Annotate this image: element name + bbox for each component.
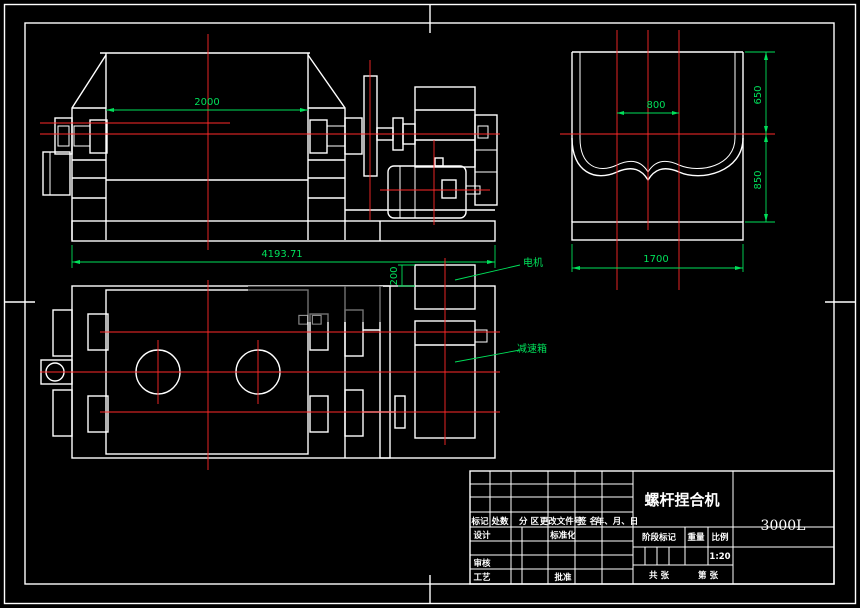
label-sheet-no: 第 张: [698, 570, 718, 581]
front-view: [42, 52, 498, 242]
label-stage-mark: 阶段标记: [642, 532, 677, 543]
dim-side-inner-width: 800: [646, 100, 665, 111]
dim-side-height-bottom: 850: [753, 170, 764, 189]
label-review: 审核: [473, 558, 491, 569]
header-mark: 标记: [470, 516, 489, 527]
dim-motor-offset: 200: [389, 266, 400, 285]
svg-text:▫▫: ▫▫: [296, 306, 323, 330]
side-view-dimensions: 800 1700 650 850: [571, 51, 775, 272]
label-design: 设计: [473, 530, 491, 541]
header-zone: 分 区: [519, 516, 539, 527]
label-process: 工艺: [473, 572, 491, 583]
dim-overall-length: 4193.71: [261, 249, 302, 260]
header-signature: 签 名: [577, 516, 598, 527]
top-view-dimensions: 200 电机 减速箱: [389, 256, 547, 363]
drawing-title: 螺杆捏合机: [644, 491, 719, 509]
dim-top-length: 2000: [194, 97, 219, 108]
sheet-frame: [3, 3, 857, 605]
label-weight: 重量: [687, 532, 705, 543]
side-view: [571, 51, 744, 241]
dim-side-width: 1700: [643, 254, 668, 265]
header-change-doc: 更改文件号: [540, 516, 583, 527]
header-count: 处数: [490, 516, 509, 527]
label-sheets-total: 共 张: [649, 570, 669, 581]
label-reducer: 减速箱: [517, 342, 547, 355]
label-scale: 比例: [711, 532, 729, 543]
top-view: ▫▫: [40, 264, 496, 459]
side-view-centerlines: [560, 30, 775, 290]
title-block: 螺杆捏合机 3000L 标记 处数 分 区 更改文件号 签 名 年、月、日 设计…: [469, 470, 835, 585]
scale-value: 1:20: [709, 552, 730, 562]
dim-side-height-top: 650: [753, 85, 764, 104]
front-view-dimensions: 2000 4193.71: [71, 97, 496, 268]
front-view-centerlines: [40, 34, 500, 250]
top-view-centerlines: [40, 258, 500, 470]
label-standardization: 标准化: [549, 530, 576, 541]
capacity-label: 3000L: [761, 518, 806, 534]
header-date: 年、月、日: [596, 516, 639, 527]
label-approve: 批准: [554, 572, 572, 583]
label-motor: 电机: [523, 256, 543, 269]
